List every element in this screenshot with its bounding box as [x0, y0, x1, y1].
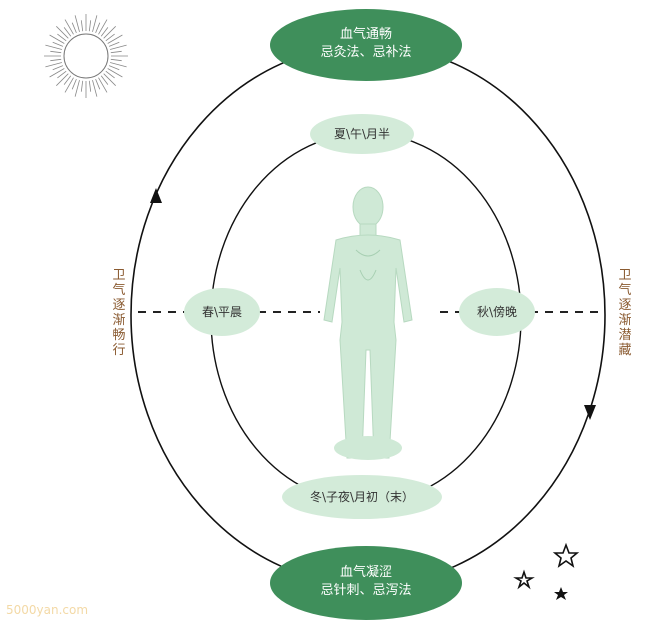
sun-ray [104, 26, 116, 38]
star-icon [554, 587, 568, 600]
sun-ray [89, 81, 90, 92]
sun-ray [104, 74, 116, 86]
sun-ray [111, 51, 122, 52]
sun-ray [81, 81, 82, 92]
sun-ray [93, 80, 97, 97]
sun-ray [109, 66, 119, 70]
sun-ray [45, 63, 62, 67]
top-node-line2: 忌灸法、忌补法 [286, 44, 446, 62]
sun-ray [108, 69, 123, 78]
right-side-label: 卫气逐渐潜藏 [617, 268, 633, 358]
inner-top-label: 夏\午\月半 [312, 126, 412, 142]
sun-ray [96, 79, 100, 89]
sun-ray [50, 51, 61, 52]
sun-ray [99, 78, 108, 93]
sun-icon [44, 14, 128, 98]
sun-ray [65, 78, 74, 93]
sun-ray [65, 20, 74, 35]
top-node-label: 血气通畅 忌灸法、忌补法 [286, 26, 446, 62]
sun-ray [93, 15, 97, 31]
bottom-node-line2: 忌针刺、忌泻法 [286, 582, 446, 600]
sun-ray [99, 20, 108, 35]
sun-ray [53, 42, 63, 46]
sun-ray [56, 74, 68, 86]
bottom-node-line1: 血气凝涩 [286, 564, 446, 582]
left-side-label: 卫气逐渐畅行 [111, 268, 127, 358]
sun-ray [110, 45, 127, 49]
sun-ray [50, 59, 61, 60]
sun-ray [96, 23, 100, 33]
sun-ray [75, 80, 79, 97]
bottom-node-label: 血气凝涩 忌针刺、忌泻法 [286, 564, 446, 600]
top-node-line1: 血气通畅 [286, 26, 446, 44]
arrow-up-icon [150, 188, 162, 203]
sun-ray [108, 35, 123, 44]
inner-right-label: 秋\傍晚 [459, 304, 535, 320]
sun-ray [50, 35, 65, 44]
inner-bottom-label: 冬\子夜\月初（末） [282, 489, 442, 505]
sun-ray [89, 20, 90, 31]
sun-ray [75, 15, 79, 31]
sun-ray [72, 23, 76, 33]
star-icon [516, 545, 577, 587]
sun-ray [50, 69, 65, 78]
sun-ray [109, 42, 119, 46]
sun-ray [53, 66, 63, 70]
arrow-down-icon [584, 405, 596, 420]
inner-left-label: 春\平晨 [184, 304, 260, 320]
sun-ray [56, 26, 68, 38]
sun-ray [110, 63, 127, 67]
human-figure [324, 187, 412, 460]
sun-ray [111, 59, 122, 60]
watermark: 5000yan.com [6, 603, 88, 617]
sun-ray [72, 79, 76, 89]
sun-ray [81, 20, 82, 31]
sun-ray [45, 45, 62, 49]
